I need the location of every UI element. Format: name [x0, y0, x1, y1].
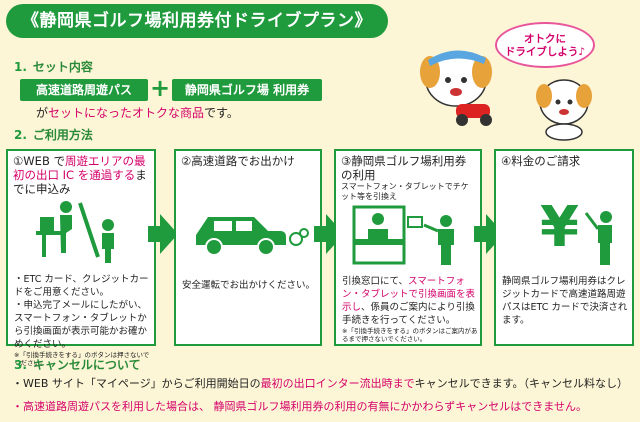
- set-note-post: です。: [204, 106, 239, 120]
- section1-number: 1.: [14, 60, 27, 74]
- step-3-body-post: 、係員のご案内により引換手続きを行ってください。: [342, 302, 475, 326]
- section3-label: キャンセルについて: [32, 358, 141, 372]
- dog-mascot-driver-icon: [420, 50, 492, 126]
- golfer-icon: [584, 211, 612, 265]
- section1-label: セット内容: [32, 60, 93, 74]
- step-1-body: ・ETC カード、クレジットカードをご用意ください。 ・申込完了メールにしたがい…: [14, 273, 150, 367]
- arrow-right-icon: [148, 214, 178, 254]
- step-4-body: 静岡県ゴルフ場利用券はクレジットカードで高速道路周遊パスはETC カードで決済さ…: [502, 276, 628, 326]
- step-1-body-line2: ・申込完了メールにしたがい、スマートフォン・タブレットから引換画面が表示可能かお…: [14, 300, 148, 350]
- step-3-body: 引換窓口にて、スマートフォン・タブレットで引換画面を表示し、係員のご案内により引…: [342, 275, 480, 343]
- bubble-line1: オトクに: [524, 33, 566, 45]
- step-2-body: 安全運転でお出かけください。: [182, 280, 316, 291]
- section3-heading: 3. キャンセルについて: [14, 356, 141, 373]
- yen-icon: ¥: [540, 195, 579, 260]
- step-3-footnote: ※「引換手続きをする」のボタンはご案内があるまで押さないでください。: [342, 327, 478, 343]
- set-item-golf-ticket: 静岡県ゴルフ場 利用券: [172, 79, 322, 101]
- step-1-title-post: までに申込み: [13, 168, 147, 196]
- step-2-card: ②高速道路でお出かけ 安全運転でお出かけください。: [174, 149, 322, 346]
- step-1-body-line1: ・ETC カード、クレジットカードをご用意ください。: [14, 274, 149, 298]
- step-3-card: ③静岡県ゴルフ場利用券の利用 スマートフォン・タブレットでチケット等を引換え 引…: [334, 149, 482, 346]
- page-title: 《静岡県ゴルフ場利用券付ドライブプラン》: [6, 4, 388, 38]
- set-note-highlight: セットになったオトクな商品: [48, 106, 205, 120]
- step-1-title: ①WEB で周遊エリアの最初の出口 IC を通過するまでに申込み: [8, 151, 154, 196]
- step-1-card: ①WEB で周遊エリアの最初の出口 IC を通過するまでに申込み ・ETC カー…: [6, 149, 156, 367]
- step-1-title-pre: ①WEB で: [13, 154, 65, 168]
- dog-mascot-small-icon: [536, 79, 592, 141]
- step-3-title: ③静岡県ゴルフ場利用券の利用: [341, 154, 467, 182]
- cancel-line1-pre: ・WEB サイト「マイページ」からご利用開始日の: [12, 377, 261, 390]
- step-3-subtitle: スマートフォン・タブレットでチケット等を引換え: [341, 182, 469, 201]
- cancel-policy-line-2: ・高速道路周遊パスを利用した場合は、 静岡県ゴルフ場利用券の利用の有無にかかわら…: [12, 400, 587, 413]
- speech-bubble: オトクに ドライブしよう♪: [495, 22, 595, 68]
- step-4-title: ④料金のご請求: [501, 154, 581, 168]
- web-application-icon: [36, 201, 114, 263]
- set-description: がセットになったオトクな商品です。: [36, 104, 239, 121]
- section3-number: 3.: [14, 358, 27, 372]
- step-1-footnote: ※「引換手続きをする」のボタンは押さないでください。: [14, 351, 150, 367]
- section2-heading: 2. ご利用方法: [14, 126, 93, 143]
- section2-number: 2.: [14, 128, 27, 142]
- step-2-title: ②高速道路でお出かけ: [181, 154, 295, 168]
- plus-icon: +: [150, 74, 171, 102]
- cancel-line1-highlight: 最初の出口インター流出時まで: [260, 377, 415, 390]
- cancel-line1-post: キャンセルできます。（キャンセル料なし）: [414, 377, 629, 390]
- set-item-highway-pass: 高速道路周遊パス: [20, 79, 148, 101]
- section1-heading: 1. セット内容: [14, 58, 93, 75]
- cancel-policy-line-1: ・WEB サイト「マイページ」からご利用開始日の最初の出口インター流出時までキャ…: [12, 375, 628, 391]
- step-3-body-pre: 引換窓口にて、: [342, 276, 409, 287]
- set-note-pre: が: [36, 106, 49, 120]
- section2-label: ご利用方法: [32, 128, 93, 142]
- ticket-counter-icon: [352, 205, 454, 265]
- step-3-body-highlight: スマートフォン・タブレットで引換画面を表示し: [342, 276, 476, 313]
- step-4-card: ④料金のご請求 ¥ 静岡県ゴルフ場利用券はクレジットカードで高速道路周遊パスはE…: [494, 149, 634, 346]
- bubble-line2: ドライブしよう♪: [504, 46, 586, 58]
- step-1-title-highlight: 周遊エリアの最初の出口 IC を通過する: [13, 154, 146, 182]
- car-icon: [196, 217, 309, 256]
